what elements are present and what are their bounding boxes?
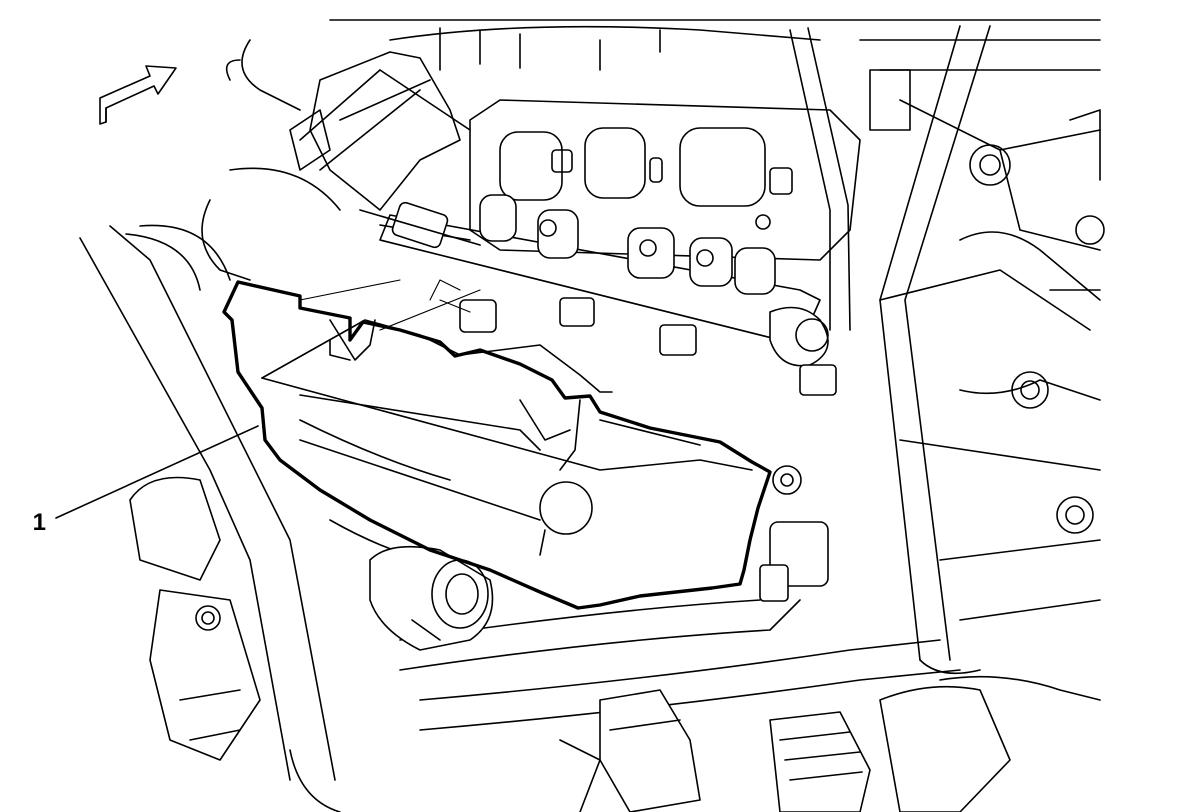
bottom-fittings (559, 685, 1011, 812)
callout-number: 1 (33, 509, 46, 536)
front-direction-arrow-icon (99, 65, 177, 125)
callout-1: 1 (33, 425, 259, 536)
lower-left-actuator (129, 476, 261, 761)
electrical-connectors (459, 297, 837, 602)
fuel-injector (479, 194, 776, 295)
fuel-rail (379, 194, 829, 367)
intake-port-flange (469, 99, 861, 261)
upper-housing (289, 51, 481, 249)
highlighted-component (222, 279, 772, 610)
cylinder-sensor (369, 545, 494, 651)
engine-block (201, 19, 1105, 701)
support-tubes (79, 25, 991, 781)
